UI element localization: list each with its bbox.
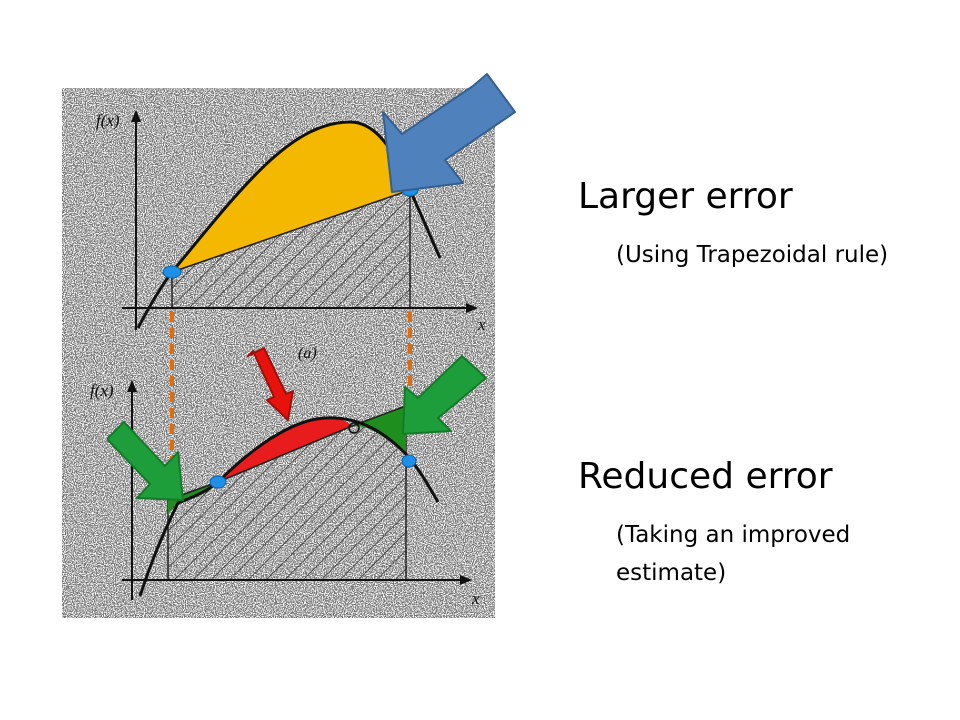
bottom-panel: f(x) x <box>90 380 480 608</box>
top-chord <box>171 189 411 273</box>
bottom-error-region-middle <box>218 418 352 482</box>
panel-label: (a) <box>298 345 317 362</box>
top-panel: f(x) x <box>96 110 486 334</box>
top-curve <box>136 120 442 329</box>
top-sample-point-left <box>162 265 182 279</box>
arrow-green-left-icon <box>107 421 184 501</box>
bottom-sample-point-right <box>401 454 417 468</box>
bottom-midpoint-marker <box>348 422 360 434</box>
bottom-y-axis-arrowhead <box>127 380 137 392</box>
arrow-green-right-icon <box>402 355 487 435</box>
top-y-axis-label: f(x) <box>96 111 120 130</box>
reduced-error-detail: (Taking an improved estimate) <box>616 522 851 586</box>
reduced-error-heading: Reduced error <box>578 456 833 497</box>
larger-error-heading: Larger error <box>578 176 793 217</box>
top-error-region <box>172 122 410 272</box>
arrow-red-icon <box>247 347 294 421</box>
arrow-blue-icon <box>382 73 516 193</box>
top-x-axis-label: x <box>477 315 486 334</box>
top-y-axis-arrowhead <box>131 110 141 122</box>
bottom-x-axis-arrowhead <box>460 575 472 585</box>
bottom-y-axis-label: f(x) <box>90 381 114 400</box>
larger-error-detail: (Using Trapezoidal rule) <box>616 242 889 268</box>
bottom-curve <box>138 416 440 597</box>
bottom-x-axis-label: x <box>471 589 480 608</box>
bottom-estimate-line <box>167 405 407 501</box>
bottom-sample-point-left <box>209 475 227 489</box>
top-x-axis-arrowhead <box>466 303 478 313</box>
